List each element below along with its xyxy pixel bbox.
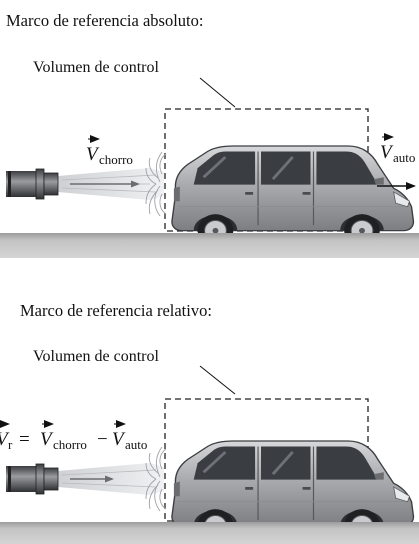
water-jet-streaks bbox=[61, 469, 157, 488]
control-volume-label: Volumen de control bbox=[33, 348, 159, 365]
ground bbox=[0, 233, 419, 258]
car-velocity-subscript: auto bbox=[125, 437, 147, 452]
relative-velocity-subscript: r bbox=[8, 437, 13, 452]
panel-heading: Marco de referencia absoluto: bbox=[6, 11, 203, 30]
panel-relative: Marco de referencia relativo: Volumen de… bbox=[0, 301, 419, 544]
control-volume-leader-line bbox=[199, 77, 236, 108]
relative-velocity-symbol: V bbox=[0, 429, 10, 450]
jet-velocity-label: V chorro bbox=[86, 135, 133, 167]
panel-heading: Marco de referencia relativo: bbox=[20, 301, 212, 320]
jet-velocity-symbol: V bbox=[86, 144, 100, 165]
minus-sign: − bbox=[97, 429, 108, 450]
panel-absolute: Marco de referencia absoluto: Volumen de… bbox=[0, 11, 419, 258]
car-velocity-symbol: V bbox=[112, 429, 126, 450]
nozzle-icon bbox=[5, 168, 59, 200]
control-volume-label: Volumen de control bbox=[33, 59, 159, 76]
equals-sign: = bbox=[19, 429, 30, 450]
nozzle-icon bbox=[5, 463, 59, 495]
ground bbox=[0, 522, 419, 544]
car-velocity-symbol: V bbox=[380, 142, 394, 163]
car-velocity-subscript: auto bbox=[393, 150, 415, 165]
jet-velocity-subscript: chorro bbox=[53, 437, 87, 452]
jet-velocity-symbol: V bbox=[40, 429, 54, 450]
relative-velocity-equation: V r = V chorro − V auto bbox=[0, 420, 147, 452]
control-volume-leader-line bbox=[199, 365, 236, 395]
jet-velocity-subscript: chorro bbox=[99, 152, 133, 167]
van-icon bbox=[170, 144, 415, 249]
car-velocity-label: V auto bbox=[380, 133, 415, 165]
